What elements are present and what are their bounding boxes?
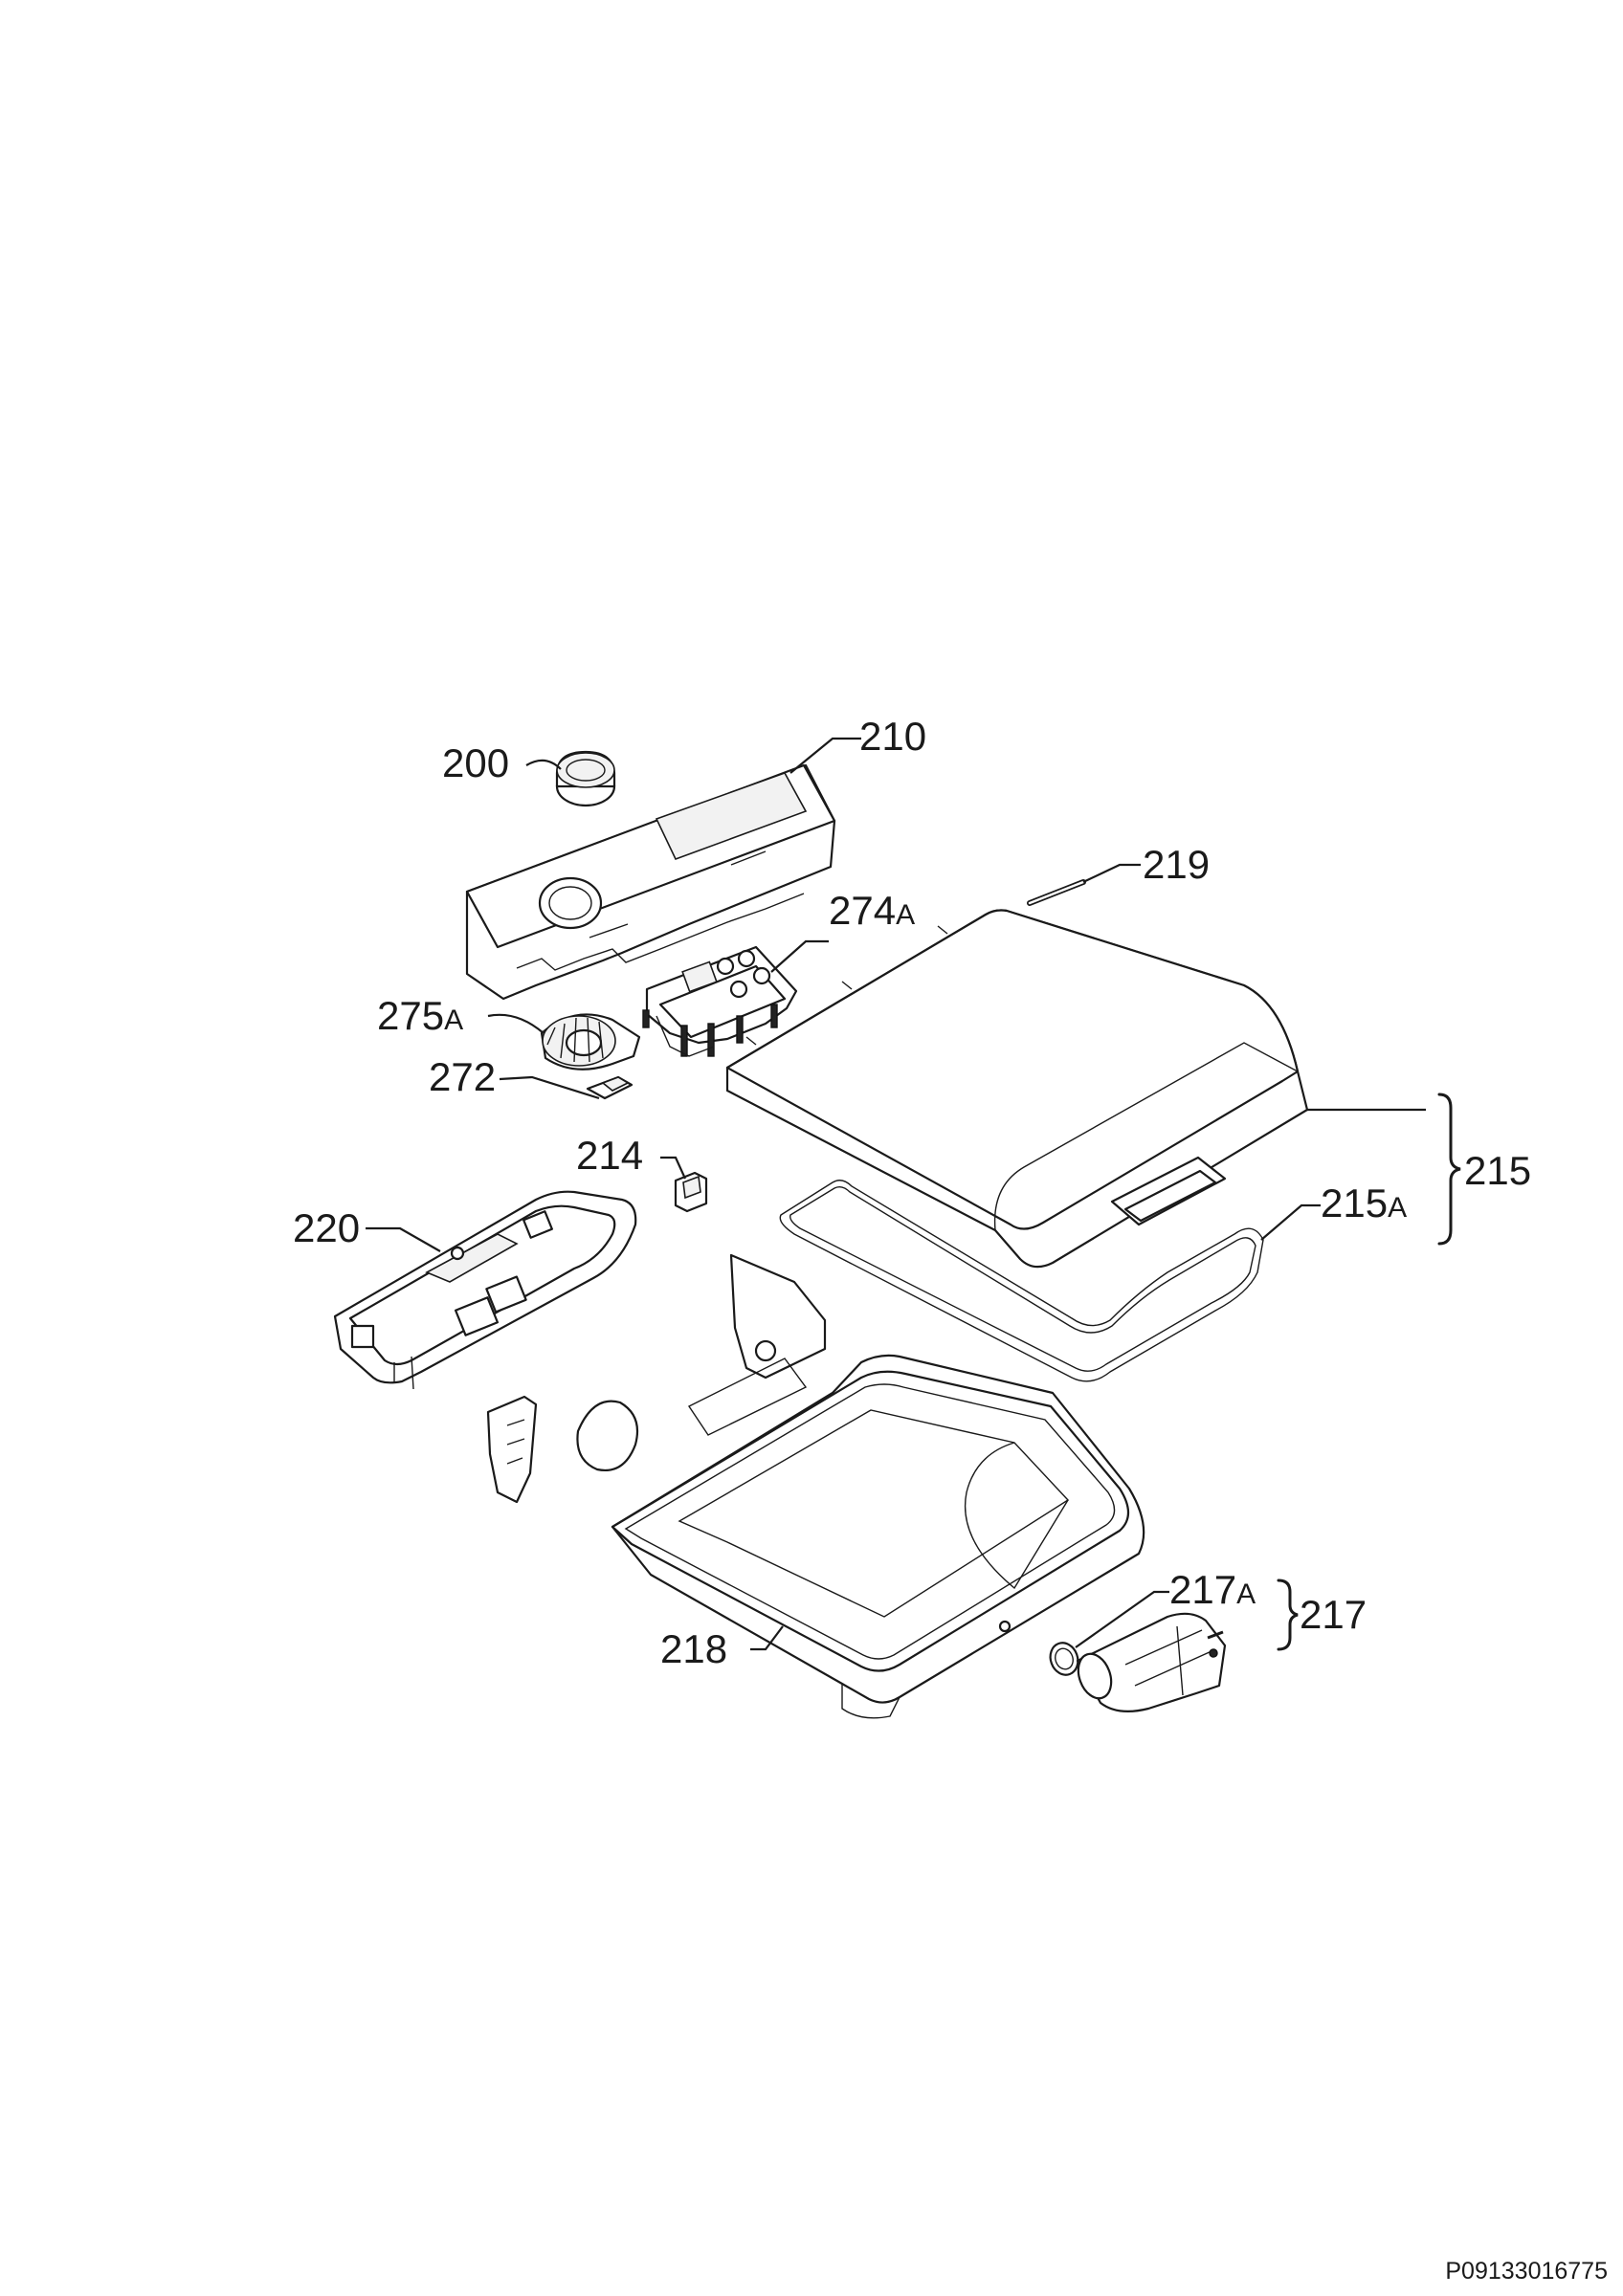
brace-217 bbox=[1277, 1578, 1299, 1651]
dial-ring-275a bbox=[540, 1013, 641, 1071]
label-215a: 215A bbox=[1321, 1181, 1407, 1225]
label-217a: 217A bbox=[1169, 1567, 1256, 1612]
label-272: 272 bbox=[429, 1054, 496, 1099]
label-215: 215 bbox=[1464, 1148, 1531, 1193]
o-ring-217a bbox=[1049, 1642, 1079, 1676]
document-id: P09133016775 bbox=[1445, 2258, 1608, 2285]
label-200: 200 bbox=[442, 740, 509, 785]
electronic-board-274a bbox=[642, 945, 798, 1057]
gasket-215a bbox=[779, 1180, 1264, 1382]
hose-connector-217 bbox=[1076, 1612, 1227, 1713]
tub-218 bbox=[486, 1253, 1145, 1719]
label-210: 210 bbox=[859, 714, 926, 759]
label-275a: 275A bbox=[377, 993, 463, 1038]
label-219: 219 bbox=[1143, 842, 1210, 887]
label-274a: 274A bbox=[829, 888, 915, 933]
clip-214 bbox=[674, 1171, 708, 1213]
label-220: 220 bbox=[293, 1205, 360, 1250]
label-218: 218 bbox=[660, 1626, 727, 1671]
button-272 bbox=[586, 1075, 634, 1100]
knob-200 bbox=[555, 750, 616, 807]
hinge-pin-219 bbox=[1027, 879, 1086, 906]
control-panel-210 bbox=[465, 763, 836, 1001]
dispenser-220 bbox=[333, 1190, 637, 1390]
leader-lines bbox=[366, 737, 1426, 1651]
label-214: 214 bbox=[576, 1133, 643, 1178]
part-labels: 200 210 219 274A 275A 272 214 215A 215 2… bbox=[293, 714, 1531, 1671]
label-217: 217 bbox=[1300, 1592, 1367, 1637]
brace-215 bbox=[1437, 1093, 1461, 1246]
lid-215 bbox=[725, 909, 1309, 1269]
